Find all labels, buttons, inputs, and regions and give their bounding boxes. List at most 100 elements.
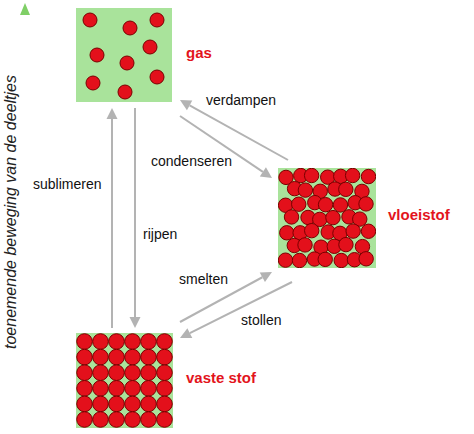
particle (157, 365, 173, 381)
particle (77, 396, 93, 412)
particle (157, 381, 173, 397)
particle (77, 349, 93, 365)
particle (361, 169, 375, 183)
particle (141, 365, 157, 381)
particle (141, 349, 157, 365)
transition-label: rijpen (142, 226, 178, 242)
transition-label: verdampen (205, 92, 277, 108)
particle (284, 210, 298, 224)
state-box: vloeistof (278, 168, 376, 268)
transition-arrow (180, 282, 292, 338)
particle-picture (76, 8, 172, 102)
particle (125, 396, 141, 412)
transition-arrow (107, 108, 118, 328)
arrowhead (180, 328, 192, 338)
particle (150, 70, 164, 84)
transition-line (111, 119, 113, 328)
particle (359, 252, 373, 266)
particle (83, 13, 97, 27)
arrowhead (260, 272, 272, 282)
transition-label: sublimeren (32, 176, 102, 192)
particle (77, 334, 93, 350)
particle (109, 349, 125, 365)
particle (77, 412, 93, 428)
particle (77, 365, 93, 381)
particle (292, 253, 306, 267)
particle (334, 253, 348, 267)
particle (125, 365, 141, 381)
particle (339, 237, 353, 251)
state-label: vloeistof (388, 206, 450, 224)
particle (118, 85, 132, 99)
transition-line (190, 282, 292, 333)
particle-square (278, 168, 376, 268)
particle (361, 224, 375, 238)
particle (141, 396, 157, 412)
particle-square (76, 8, 172, 102)
particle-picture (76, 333, 173, 428)
transition-label: condenseren (150, 153, 233, 169)
particle (305, 223, 319, 237)
transition-arrow (180, 100, 288, 160)
transition-arrow (130, 108, 141, 328)
particle (359, 197, 373, 211)
particle (141, 334, 157, 350)
particle (109, 396, 125, 412)
particle (346, 224, 360, 238)
particle (125, 334, 141, 350)
particle (86, 76, 100, 90)
particle (150, 13, 164, 27)
particle (157, 349, 173, 365)
particle (318, 197, 332, 211)
transition-label: stollen (240, 312, 282, 328)
particle (157, 412, 173, 428)
particle (292, 197, 306, 211)
particle (93, 412, 109, 428)
particle (109, 381, 125, 397)
particle (125, 381, 141, 397)
particle (93, 381, 109, 397)
particle (318, 252, 332, 266)
particle (298, 238, 312, 252)
particle (326, 210, 340, 224)
arrowhead (130, 317, 141, 328)
particle (90, 48, 104, 62)
particle (109, 412, 125, 428)
particle (109, 365, 125, 381)
state-box: vaste stof (76, 333, 173, 428)
particle (298, 183, 312, 197)
particle (143, 40, 157, 54)
particle (345, 168, 359, 182)
particle (120, 56, 134, 70)
particle (93, 365, 109, 381)
arrowhead (180, 100, 192, 110)
particle (339, 182, 353, 196)
particle (93, 334, 109, 350)
particle (93, 396, 109, 412)
particle (77, 381, 93, 397)
particle (125, 349, 141, 365)
transition-line (134, 108, 136, 317)
particle (157, 334, 173, 350)
particle (123, 21, 137, 35)
particle-picture (278, 168, 376, 268)
state-label: gas (186, 44, 212, 62)
particle (304, 168, 318, 182)
state-label: vaste stof (186, 369, 256, 387)
arrowhead (260, 167, 272, 178)
particle (93, 349, 109, 365)
axis-arrowhead (20, 3, 30, 15)
particle (141, 412, 157, 428)
particle (157, 396, 173, 412)
particle (280, 226, 294, 240)
axis-line (24, 14, 26, 430)
arrowhead (107, 108, 118, 119)
transition-label: smelten (178, 271, 229, 287)
particle-square (76, 333, 173, 428)
particle (141, 381, 157, 397)
particle (109, 334, 125, 350)
particle (125, 412, 141, 428)
particle (278, 253, 292, 267)
state-box: gas (76, 8, 172, 102)
axis-label: toenemende beweging van de deeltjes (2, 75, 20, 349)
